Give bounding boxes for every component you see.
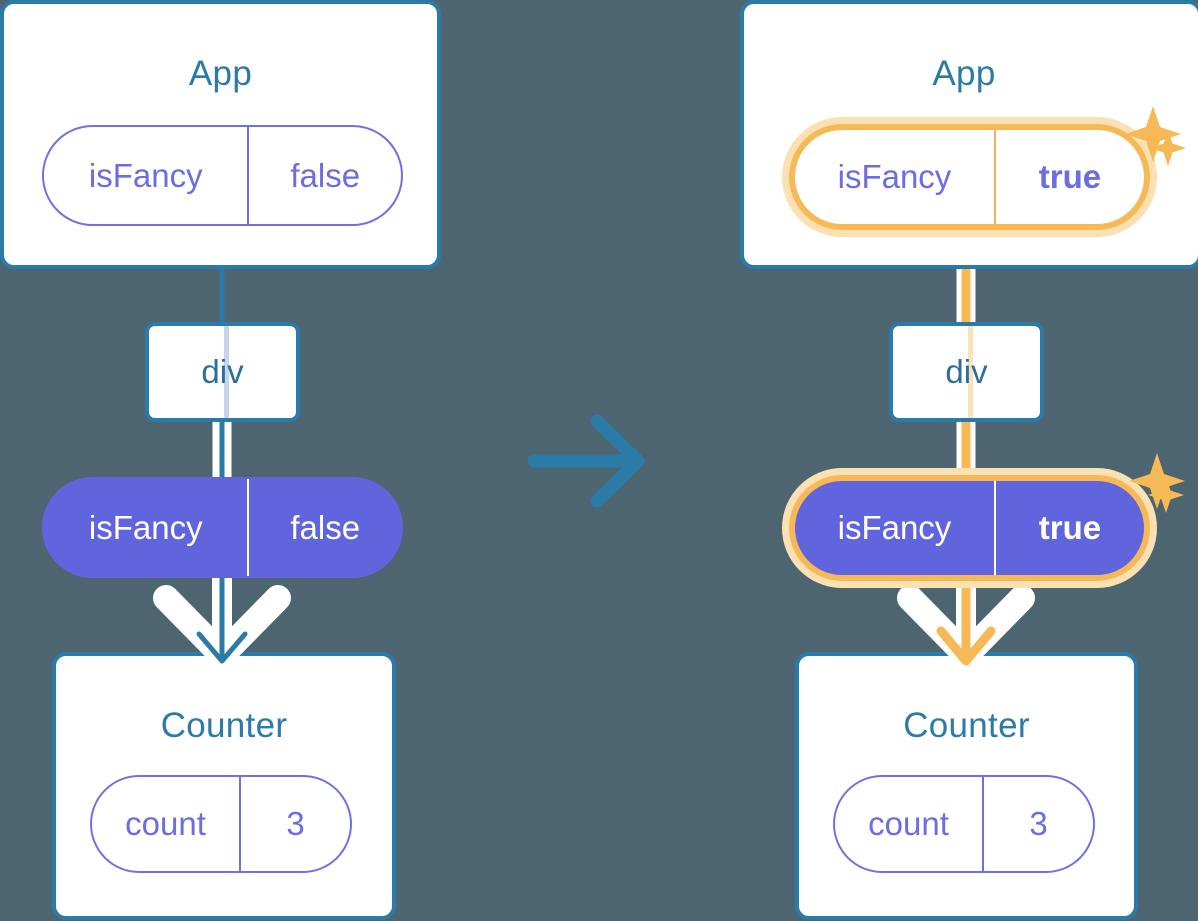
prop-arrow-before xyxy=(153,568,291,668)
prop-pill-value-before: false xyxy=(247,479,401,576)
dom-node-div-label-after: div xyxy=(945,353,988,390)
state-pill-count-counter-before[interactable]: count 3 xyxy=(90,775,352,873)
div-inner-wire-before xyxy=(224,326,229,418)
arrow-right-icon xyxy=(527,414,645,508)
sparkle-icon-prop-large xyxy=(1129,453,1185,509)
state-pill-isfancy-app-before[interactable]: isFancy false xyxy=(42,125,403,226)
count-pill-value-before: 3 xyxy=(239,777,350,871)
counter-card-title-after: Counter xyxy=(903,706,1030,745)
app-card-title-after: App xyxy=(932,54,996,93)
count-pill-value-after: 3 xyxy=(982,777,1093,871)
state-pill-count-counter-after[interactable]: count 3 xyxy=(833,775,1095,873)
prop-arrow-after xyxy=(897,568,1035,668)
app-card-title-before: App xyxy=(188,54,253,93)
sparkle-icon-app-large xyxy=(1125,106,1181,162)
div-inner-wire-after xyxy=(968,326,973,418)
counter-card-title-before: Counter xyxy=(160,706,288,745)
state-pill-isfancy-app-after[interactable]: isFancy true xyxy=(789,124,1150,230)
prop-pill-value-after: true xyxy=(993,481,1144,575)
dom-node-div-after: div xyxy=(889,322,1044,422)
sparkle-icon-prop-small xyxy=(1148,477,1184,513)
prop-pill-isfancy-after[interactable]: isFancy true xyxy=(789,475,1150,581)
prop-pill-isfancy-before[interactable]: isFancy false xyxy=(42,477,403,578)
state-pill-name-before: isFancy xyxy=(88,156,203,194)
prop-pill-name-after: isFancy xyxy=(837,509,952,546)
state-pill-name-after: isFancy xyxy=(837,158,952,195)
state-pill-value-after: true xyxy=(993,130,1144,224)
dom-node-div-before: div xyxy=(145,322,300,422)
count-pill-name-after: count xyxy=(868,805,949,842)
sparkle-icon-app-small xyxy=(1150,130,1186,166)
dom-node-div-label-before: div xyxy=(201,353,244,390)
prop-pill-name-before: isFancy xyxy=(88,508,203,546)
count-pill-name-before: count xyxy=(125,805,206,842)
state-pill-value-before: false xyxy=(247,127,401,224)
